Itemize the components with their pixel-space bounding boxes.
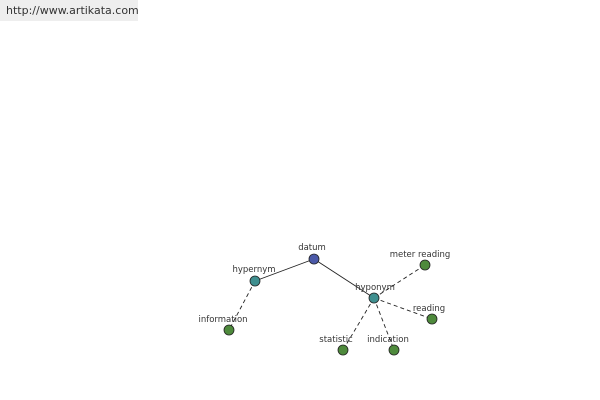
label-datum: datum <box>298 243 326 253</box>
label-hypernym: hypernym <box>232 265 275 275</box>
label-information: information <box>198 315 247 325</box>
edge-hyponym-reading <box>373 297 433 320</box>
label-reading: reading <box>413 304 445 314</box>
label-indication: indication <box>367 335 409 345</box>
label-meter-reading: meter reading <box>390 250 451 260</box>
node-hyponym[interactable] <box>368 292 380 304</box>
node-datum[interactable] <box>308 253 320 265</box>
edge-datum-hypernym <box>254 258 315 282</box>
node-hypernym[interactable] <box>249 275 261 287</box>
edge-hyponym-statistic <box>342 297 375 351</box>
label-hyponym: hyponym <box>355 283 395 293</box>
label-statistic: statistic <box>319 335 353 345</box>
graph-nodes: datum hypernym information hyponym meter… <box>198 243 451 356</box>
node-meter-reading[interactable] <box>419 259 431 271</box>
node-indication[interactable] <box>388 344 400 356</box>
node-reading[interactable] <box>426 313 438 325</box>
edge-datum-hyponym <box>313 258 375 299</box>
graph-edges <box>228 258 433 351</box>
node-information[interactable] <box>223 324 235 336</box>
edge-hypernym-information <box>228 280 256 331</box>
edge-hyponym-meter-reading <box>373 264 426 299</box>
edge-hyponym-indication <box>373 297 395 351</box>
source-url[interactable]: http://www.artikata.com <box>0 0 139 21</box>
node-statistic[interactable] <box>337 344 349 356</box>
